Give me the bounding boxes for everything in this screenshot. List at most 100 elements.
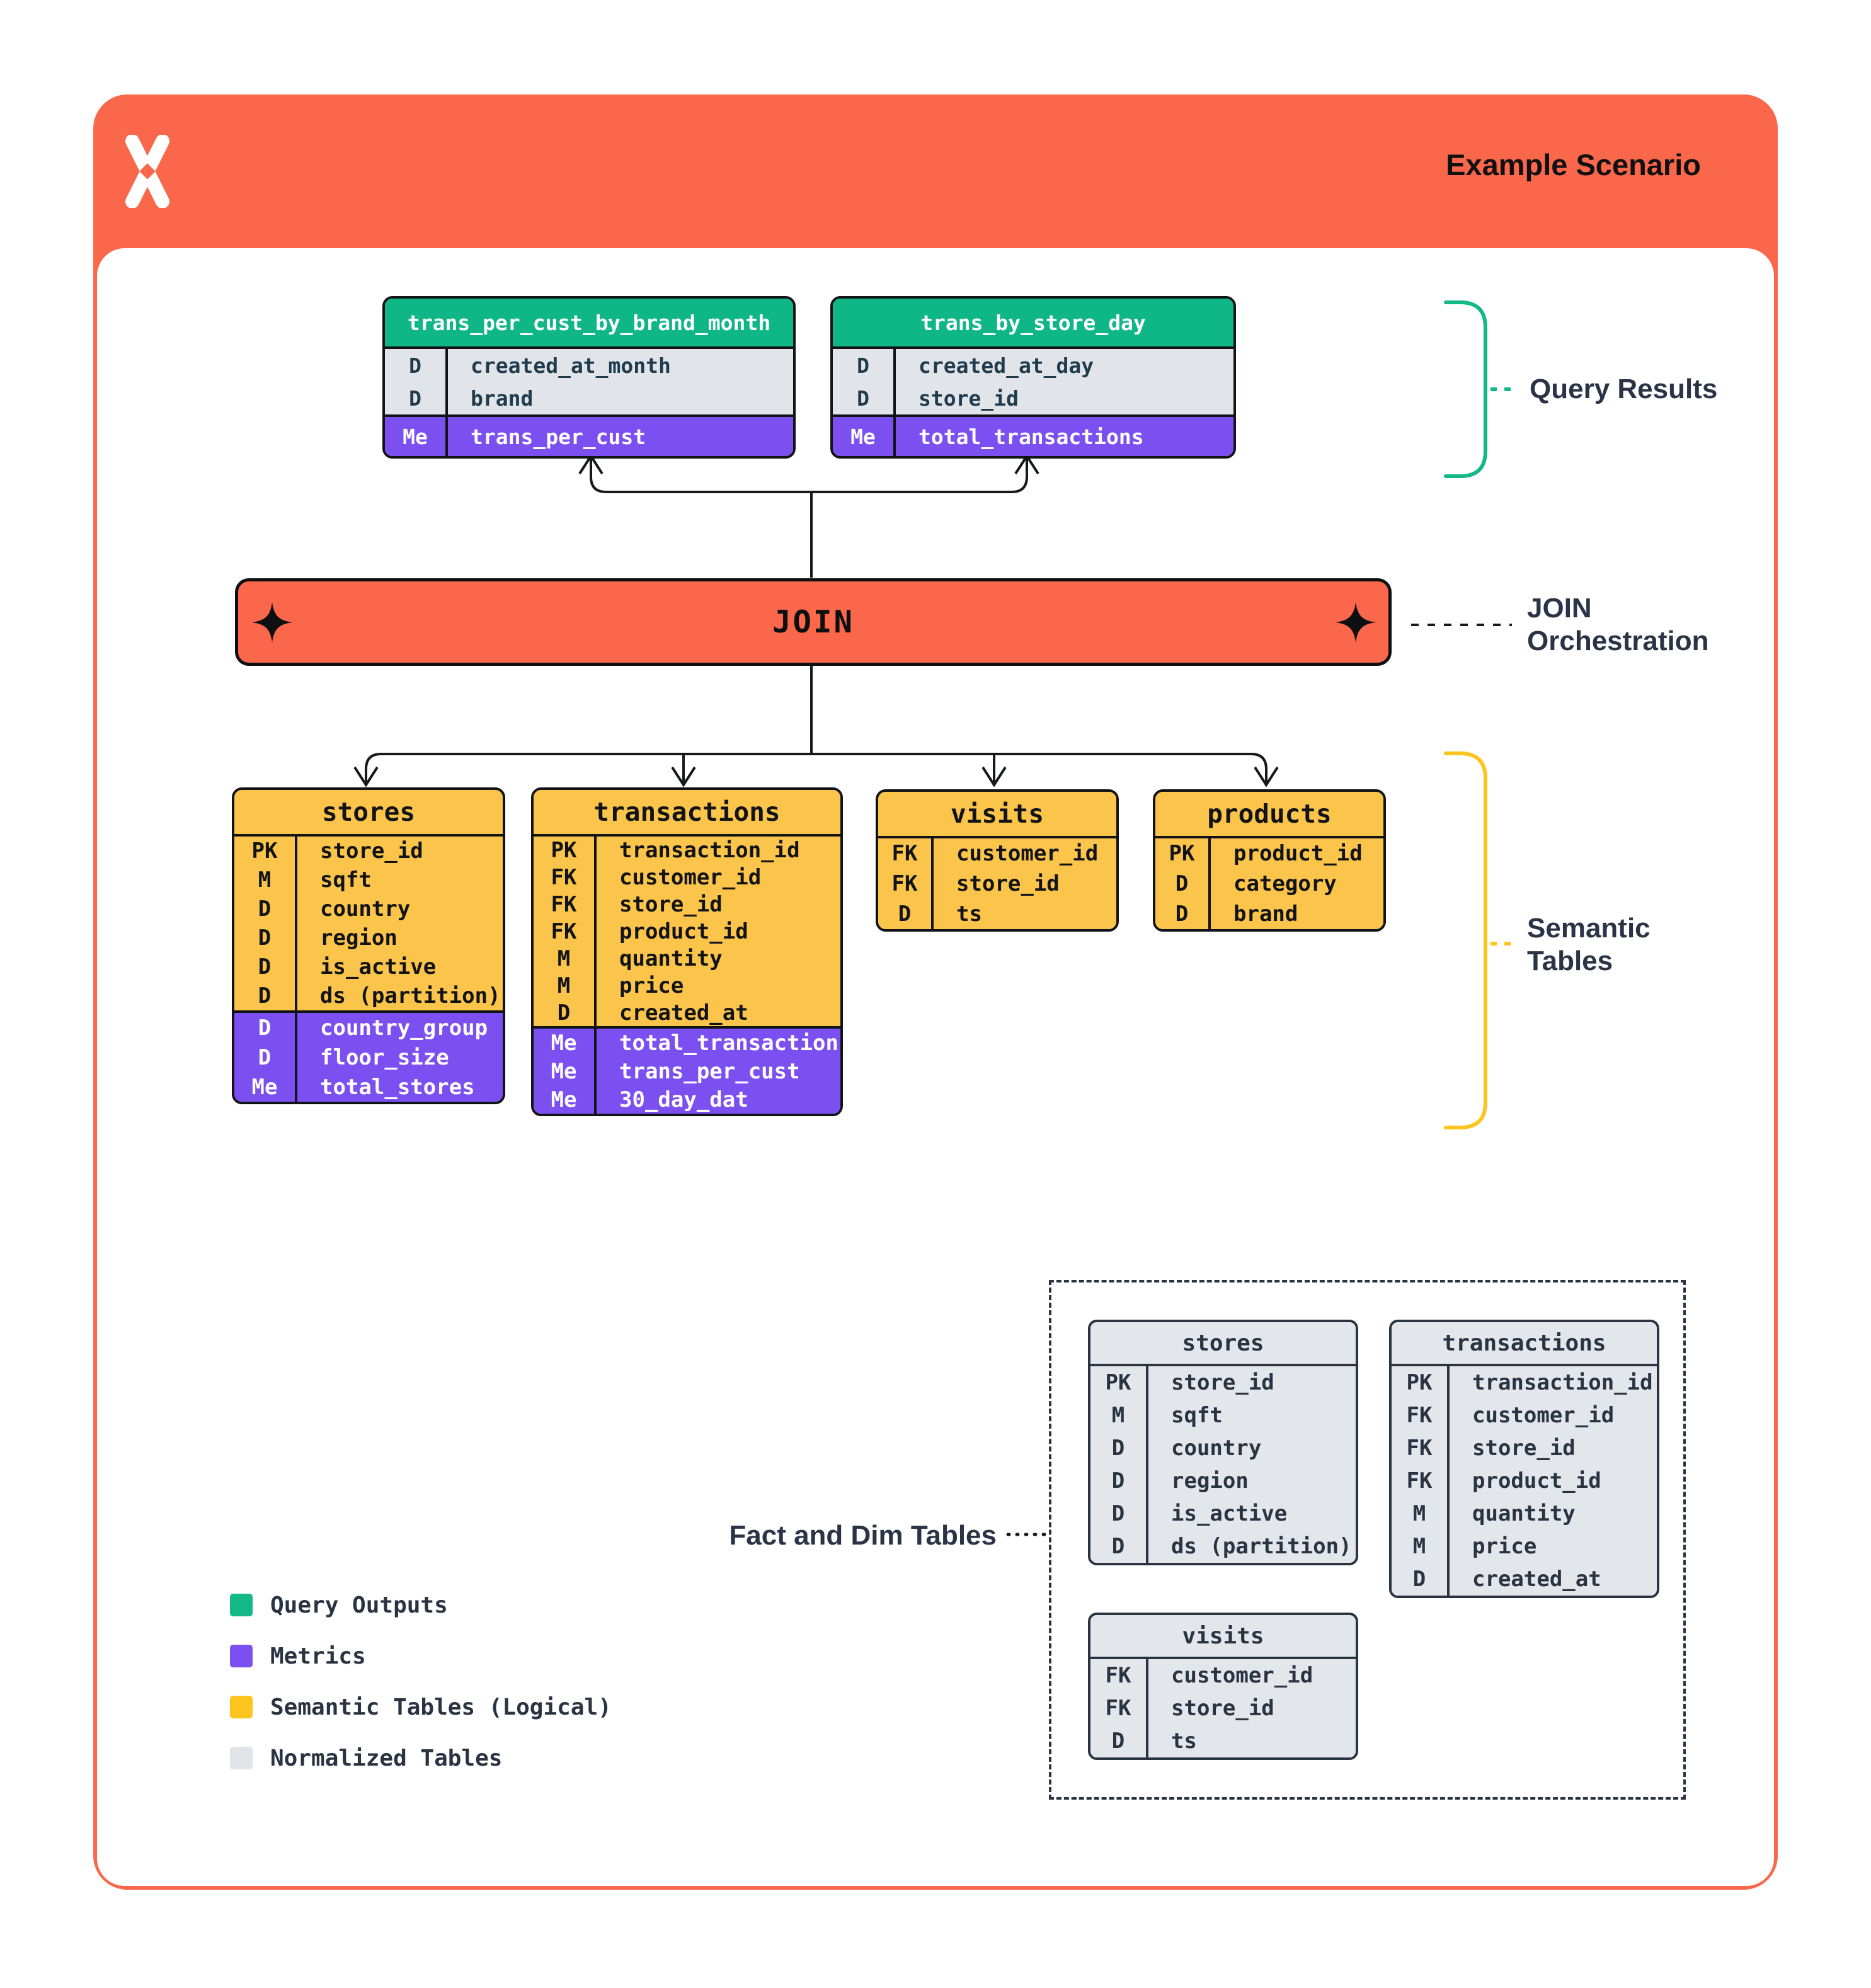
field-name: transaction_id — [1472, 1370, 1653, 1395]
field-key: D — [1090, 1725, 1148, 1757]
field-name: created_at_day — [918, 353, 1094, 378]
field-name: store_id — [1472, 1436, 1576, 1461]
field-key: D — [234, 1043, 297, 1072]
table-title: stores — [1090, 1322, 1356, 1366]
field-key: PK — [1090, 1366, 1148, 1399]
field-name: quantity — [619, 945, 723, 971]
field-key: FK — [1392, 1399, 1450, 1432]
field-key: FK — [534, 918, 597, 945]
field-name: floor_size — [320, 1044, 449, 1070]
field-key: D — [385, 349, 448, 382]
field-name: transaction_id — [619, 837, 800, 863]
field-name: brand — [1233, 901, 1298, 927]
field-key: D — [1090, 1497, 1148, 1530]
table-title: trans_per_cust_by_brand_month — [385, 299, 793, 349]
field-key: PK — [1155, 838, 1211, 869]
field-name: trans_per_cust — [471, 424, 646, 449]
legend-swatch — [230, 1696, 253, 1718]
table-title: stores — [234, 790, 503, 837]
field-key: D — [234, 923, 297, 952]
field-name: total_transactions — [918, 424, 1144, 449]
field-key: D — [1090, 1432, 1148, 1465]
field-name: region — [320, 925, 398, 951]
page-title: Example Scenario — [1446, 148, 1701, 181]
field-key: D — [1090, 1465, 1148, 1497]
legend-item: Query Outputs — [230, 1592, 612, 1618]
field-key: FK — [1392, 1432, 1450, 1465]
field-key: PK — [534, 837, 597, 864]
table-row: FK customer_id — [1090, 1659, 1356, 1692]
normalized-tables-box — [1049, 1280, 1686, 1800]
field-key: PK — [1392, 1366, 1450, 1399]
field-key: D — [234, 1013, 297, 1043]
field-key: FK — [1090, 1659, 1148, 1692]
diamond-sparkle-icon — [1336, 602, 1376, 645]
field-key: FK — [1090, 1692, 1148, 1725]
field-key: D — [878, 899, 934, 929]
field-name: country — [320, 896, 411, 922]
field-name: country — [1171, 1436, 1262, 1461]
field-key: M — [534, 945, 597, 972]
field-name: ds (partition) — [320, 983, 501, 1008]
field-key: Me — [833, 417, 896, 456]
field-name: ts — [1171, 1728, 1197, 1754]
table-title: visits — [1090, 1615, 1356, 1659]
field-name: store_id — [619, 891, 723, 917]
field-key: D — [1090, 1530, 1148, 1563]
field-name: is_active — [320, 954, 437, 980]
field-key: M — [1090, 1399, 1148, 1432]
field-name: created_at — [619, 1000, 748, 1025]
table-title: transactions — [1392, 1322, 1657, 1366]
legend-label: Normalized Tables — [270, 1745, 503, 1771]
legend-item: Metrics — [230, 1643, 612, 1669]
label-semantic-tables: Semantic Tables — [1527, 913, 1651, 976]
field-key: M — [534, 972, 597, 999]
field-name: quantity — [1472, 1501, 1576, 1526]
join-label: JOIN — [772, 604, 854, 640]
field-key: Me — [385, 417, 448, 456]
field-key: FK — [1392, 1465, 1450, 1497]
field-key: Me — [534, 1029, 597, 1057]
table-row: Me total_transactions — [833, 417, 1233, 456]
field-key: D — [1392, 1563, 1450, 1596]
field-name: customer_id — [1171, 1663, 1313, 1688]
field-key: M — [234, 865, 297, 894]
legend-label: Semantic Tables (Logical) — [270, 1694, 612, 1720]
field-key: D — [234, 894, 297, 923]
table-row: PK transaction_id — [534, 837, 840, 864]
field-key: D — [833, 382, 896, 414]
field-name: customer_id — [1472, 1403, 1615, 1428]
field-name: ds (partition) — [1171, 1534, 1352, 1559]
table-title: transactions — [534, 790, 840, 837]
metric-rows: Me total_transactions — [833, 414, 1233, 456]
field-name: customer_id — [619, 864, 762, 890]
field-name: region — [1171, 1468, 1249, 1494]
field-key: D — [833, 349, 896, 382]
field-name: product_id — [1233, 841, 1363, 866]
